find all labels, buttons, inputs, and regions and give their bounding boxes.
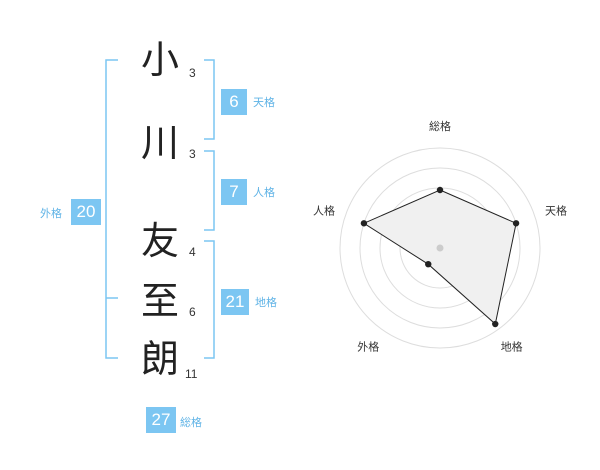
stroke-count-5: 11 [185,367,198,381]
radar-point [360,220,368,227]
gaikaku-label: 外格 [40,207,62,220]
gaikaku-bracket [105,59,118,359]
chikaku-label: 地格 [255,296,277,309]
name-char-4: 至 [140,279,179,323]
radar-axis-label: 外格 [357,340,379,354]
chikaku-value-badge: 21 [221,289,249,315]
radar-point [492,320,499,328]
jinkaku-bracket [204,150,215,231]
name-char-3: 友 [140,219,179,263]
soukaku-label: 総格 [180,416,202,429]
tenkaku-bracket [204,59,215,140]
name-char-2: 川 [140,121,179,165]
tenkaku-value-badge: 6 [221,89,247,115]
stroke-count-4: 6 [189,305,196,319]
jinkaku-label: 人格 [253,186,275,199]
tenkaku-label: 天格 [253,96,275,109]
gaikaku-value-badge: 20 [71,199,101,225]
chikaku-bracket [204,240,215,359]
radar-axis-label: 天格 [545,203,567,217]
radar-axis-label: 地格 [501,340,523,354]
stroke-count-3: 4 [189,245,196,259]
radar-center-dot [436,244,444,252]
radar-point [436,186,444,194]
radar-point [425,260,432,268]
radar-axis-label: 人格 [313,203,335,217]
soukaku-value-badge: 27 [146,407,176,433]
jinkaku-value-badge: 7 [221,179,247,205]
radar-points [360,186,520,328]
radar-polygon [362,189,517,325]
radar-axis-label: 総格 [429,119,451,133]
name-char-1: 小 [140,38,179,82]
radar-ring [359,167,521,329]
name-char-5: 朗 [140,337,179,381]
radar-point [512,220,520,227]
radar-ring [339,147,541,349]
stroke-count-2: 3 [189,147,196,161]
stroke-count-1: 3 [189,66,196,80]
